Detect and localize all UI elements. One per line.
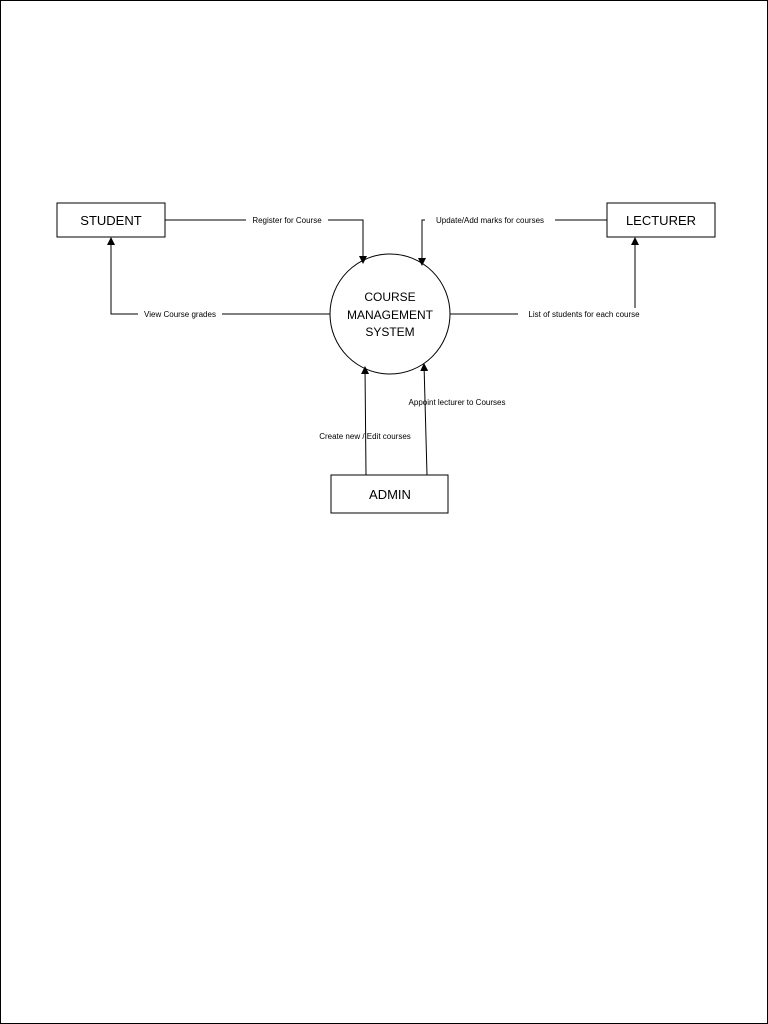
flow-list-students-label: List of students for each course <box>528 310 640 319</box>
flow-appoint-lecturer: Appoint lecturer to Courses <box>409 363 506 476</box>
process-label-line3: SYSTEM <box>365 325 414 339</box>
flow-update-marks: Update/Add marks for courses <box>418 214 607 266</box>
flow-list-students: List of students for each course <box>450 237 651 319</box>
lecturer-label: LECTURER <box>626 213 696 228</box>
admin-entity: ADMIN <box>330 474 449 514</box>
process-label-line1: COURSE <box>364 290 415 304</box>
flow-update-marks-label: Update/Add marks for courses <box>436 216 544 225</box>
process-label-line2: MANAGEMENT <box>347 308 434 322</box>
process-circle: COURSE MANAGEMENT SYSTEM <box>329 253 451 375</box>
lecturer-entity: LECTURER <box>606 202 716 238</box>
admin-label: ADMIN <box>369 487 411 502</box>
student-label: STUDENT <box>80 213 141 228</box>
flow-view-grades-label: View Course grades <box>144 310 216 319</box>
student-entity: STUDENT <box>56 202 166 238</box>
flow-create-courses-label: Create new / Edit courses <box>319 432 411 441</box>
flow-register-label: Register for Course <box>252 216 322 225</box>
flow-appoint-lecturer-label: Appoint lecturer to Courses <box>409 398 506 407</box>
flow-view-grades: View Course grades <box>107 237 330 319</box>
flow-register: Register for Course <box>165 214 367 264</box>
flow-create-courses: Create new / Edit courses <box>319 366 411 476</box>
